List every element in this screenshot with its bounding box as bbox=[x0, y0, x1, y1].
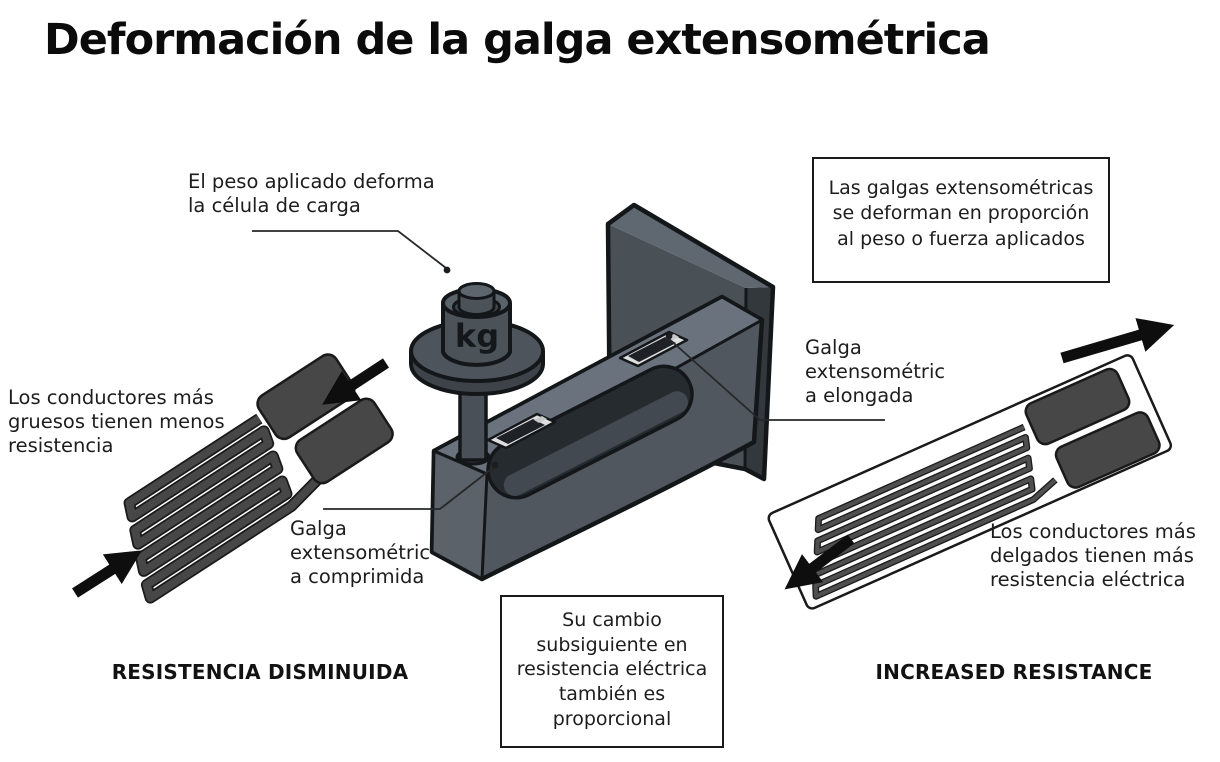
leader-dots bbox=[443, 266, 673, 469]
caption-increased-resistance: INCREASED RESISTANCE bbox=[875, 660, 1153, 684]
knob-top bbox=[457, 282, 496, 300]
caption-decreased-resistance: RESISTENCIA DISMINUIDA bbox=[111, 660, 409, 684]
elongated-gauge-pad-lower bbox=[1054, 411, 1161, 489]
leader-lines bbox=[252, 230, 885, 510]
tension-arrow-upper bbox=[1060, 318, 1175, 364]
leader-line-elongated-gauge bbox=[667, 337, 885, 421]
compressed-gauge-graphic bbox=[123, 353, 394, 604]
callout-applied-weight: El peso aplicado deforma la célula de ca… bbox=[188, 170, 435, 217]
leader-dot-compressed-gauge bbox=[491, 461, 499, 469]
info-box-proportional-deformation: Las galgas extensométricas se deforman e… bbox=[812, 157, 1110, 283]
weight-cylinder bbox=[441, 303, 512, 367]
tension-arrow-lower bbox=[784, 534, 855, 590]
force-arrows bbox=[72, 318, 1175, 598]
compressed-gauge-trace bbox=[125, 415, 324, 602]
info-box-proportional-resistance: Su cambio subsiguiente en resistencia el… bbox=[500, 595, 724, 748]
compressed-gauge-pad-lower bbox=[294, 397, 394, 485]
strain-gauge-chip-left bbox=[486, 412, 557, 450]
elongated-gauge-pad-upper bbox=[1024, 367, 1131, 446]
leader-line-compressed-gauge bbox=[323, 466, 495, 510]
callout-compressed-gauge: Galga extensométric a comprimida bbox=[290, 517, 431, 588]
wall-plate-top-face bbox=[608, 205, 773, 288]
elongated-gauge-graphic bbox=[767, 354, 1173, 610]
compression-arrow-lower bbox=[72, 550, 142, 598]
callout-elongated-gauge: Galga extensométric a elongada bbox=[805, 336, 946, 407]
compression-arrow-upper bbox=[322, 358, 390, 405]
leader-line-applied-weight bbox=[252, 230, 447, 269]
weight-kg-label: kg bbox=[455, 317, 499, 355]
leader-dot-applied-weight bbox=[443, 266, 451, 274]
page-title: Deformación de la galga extensométrica bbox=[44, 15, 991, 65]
weight-assembly: kg bbox=[409, 282, 545, 466]
beam-cutout bbox=[486, 364, 694, 500]
leader-dot-elongated-gauge bbox=[665, 332, 673, 340]
note-thin-conductors: Los conductores más delgados tienen más … bbox=[990, 520, 1196, 591]
beam-end-block-face bbox=[430, 449, 489, 581]
weight-rod bbox=[458, 384, 488, 462]
note-thick-conductors: Los conductores más gruesos tienen menos… bbox=[8, 386, 225, 457]
